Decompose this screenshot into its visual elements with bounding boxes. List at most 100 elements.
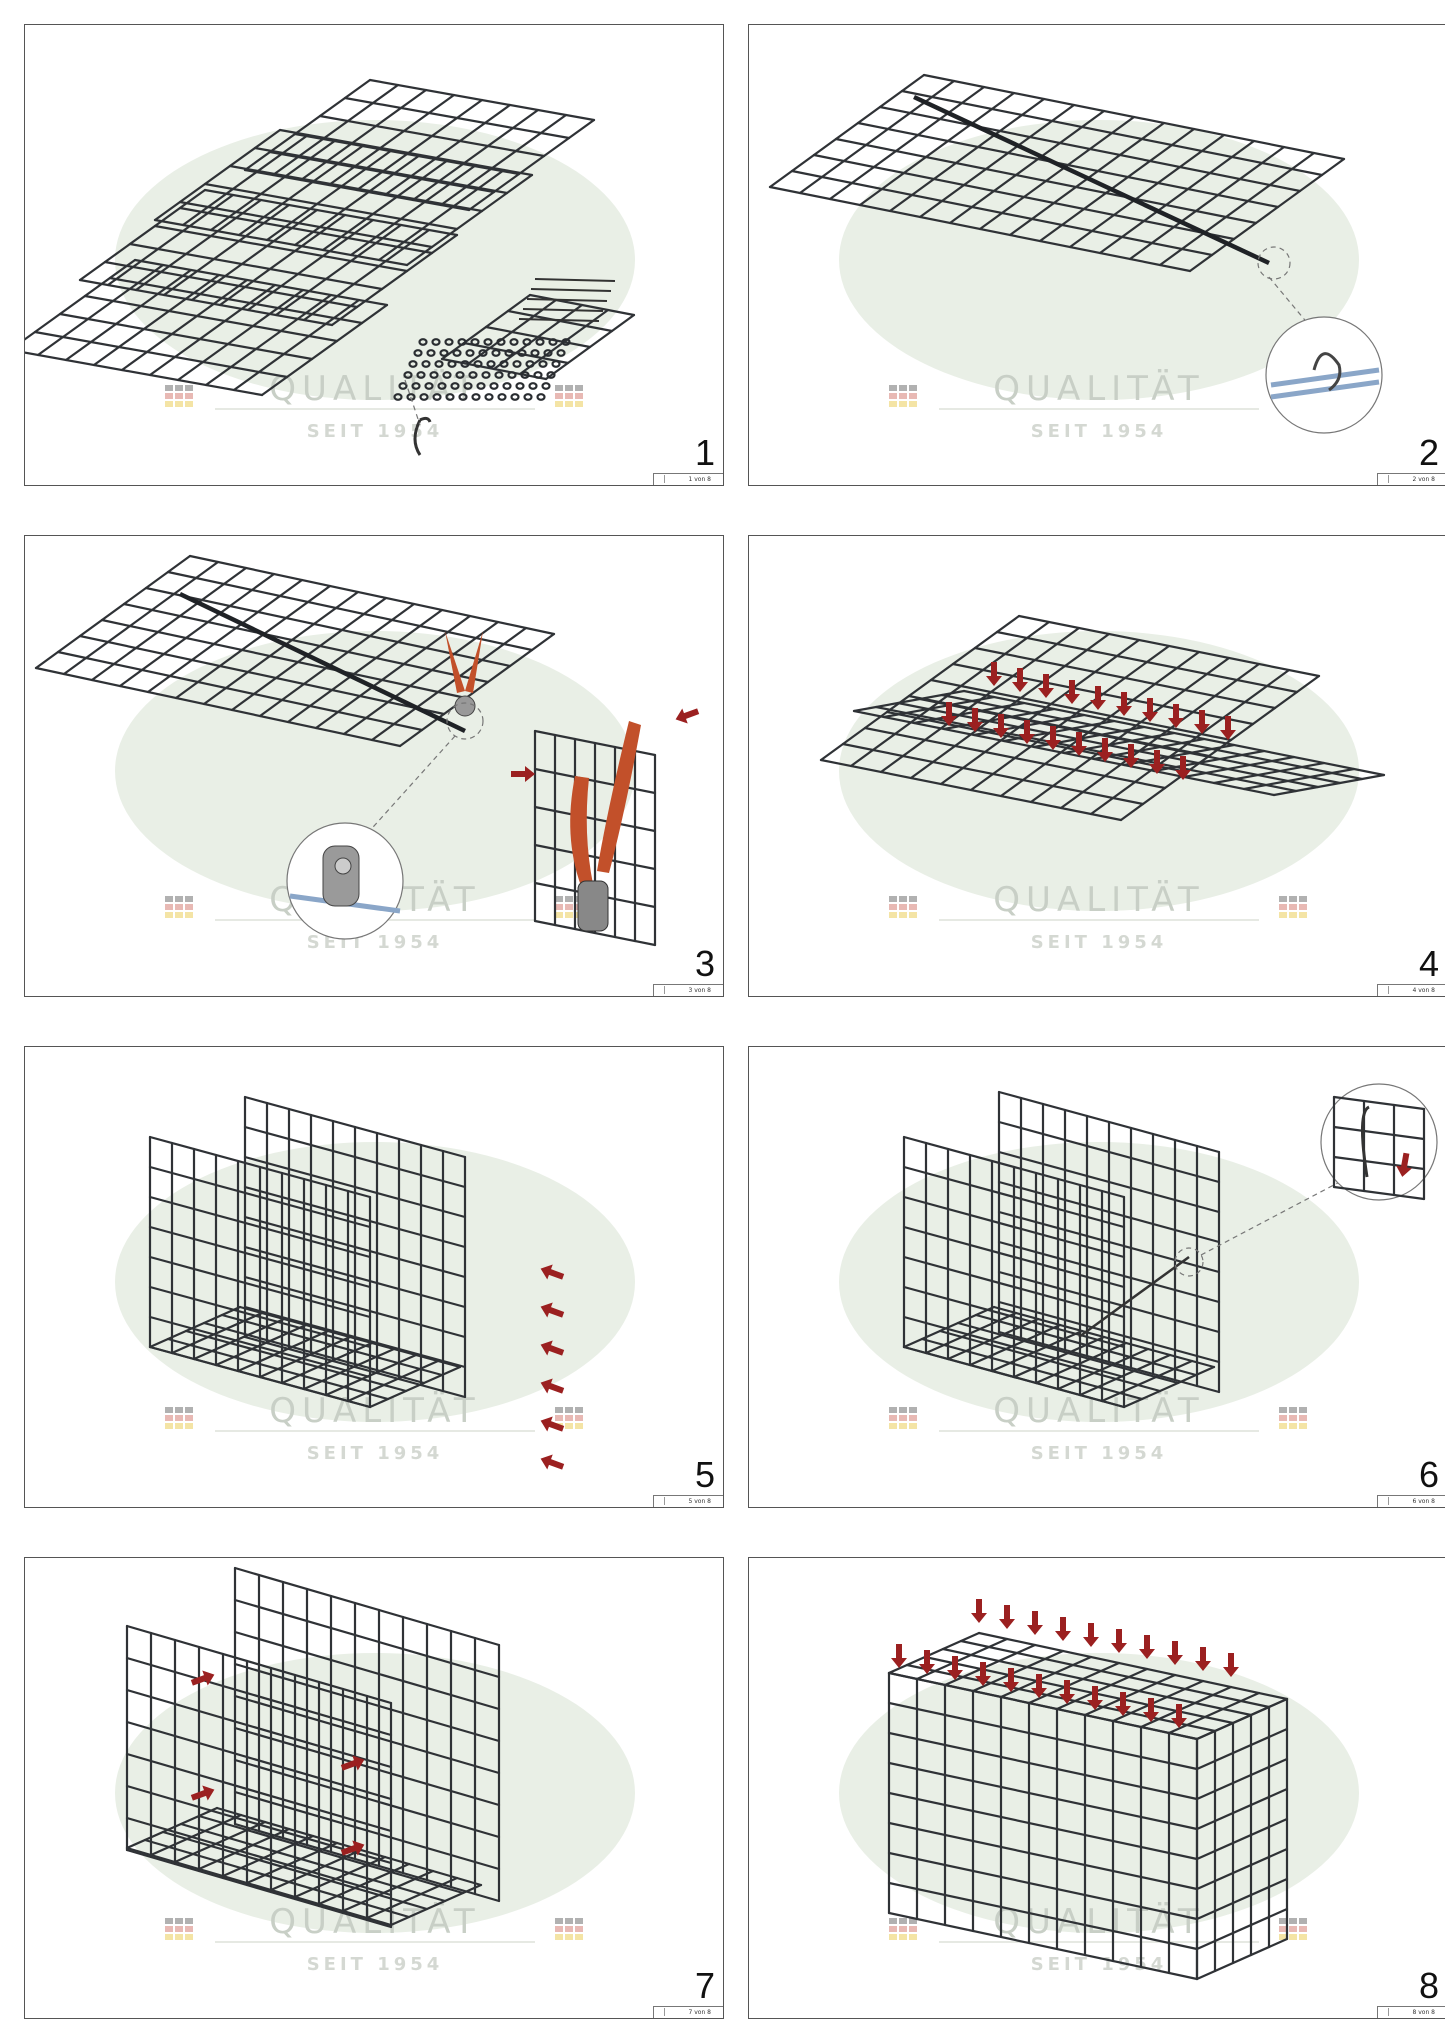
mesh-front-wall — [148, 1135, 372, 1409]
mesh-back-wall — [233, 1566, 501, 1903]
flag-logo-icon — [889, 385, 917, 407]
step-number: 2 — [1418, 432, 1439, 473]
watermark-since: SEIT 1954 — [1031, 421, 1168, 442]
mesh-floor — [125, 1806, 483, 1927]
red-arrow-icon — [941, 702, 957, 726]
join-seam — [913, 94, 1270, 266]
mesh-panel-4 — [25, 258, 389, 397]
red-arrow-icon — [1097, 738, 1113, 762]
page-label: 4 von 8 — [1412, 987, 1435, 994]
instruction-panel-1: QUALITÄT SEIT 1954 1 1 von 8 — [24, 24, 724, 486]
red-arrow-icon — [1055, 1617, 1071, 1641]
red-arrow-icon — [1031, 1674, 1047, 1698]
red-arrow-icon — [1168, 704, 1184, 728]
red-arrow-icon — [993, 714, 1009, 738]
red-arrow-icon — [540, 1340, 565, 1356]
red-arrow-icon — [540, 1378, 565, 1394]
zoom-detail-pliers — [286, 822, 404, 940]
flag-logo-icon — [555, 1918, 583, 1940]
title-block-cell — [656, 1497, 665, 1505]
red-arrow-icon — [1059, 1680, 1075, 1704]
red-arrow-icon — [1071, 732, 1087, 756]
flag-logo-icon — [1279, 1407, 1307, 1429]
watermark: QUALITÄT SEIT 1954 — [839, 631, 1359, 953]
red-arrow-icon — [190, 1785, 215, 1801]
zoom-detail-brace — [1320, 1083, 1438, 1201]
red-arrow-icon — [1090, 686, 1106, 710]
mesh-panel-flat — [768, 73, 1346, 273]
red-arrow-icon — [947, 1656, 963, 1680]
red-arrow-icon — [1123, 744, 1139, 768]
red-arrow-icon — [540, 1454, 565, 1470]
title-block: 3 von 8 — [653, 984, 723, 996]
assembly-illustration: QUALITÄT SEIT 1954 — [819, 614, 1386, 953]
mesh-side-wall — [1195, 1697, 1289, 1981]
page-label: 1 von 8 — [688, 476, 711, 483]
watermark-quality: QUALITÄT — [993, 880, 1204, 920]
title-block: 6 von 8 — [1377, 1495, 1445, 1507]
c-clip-detail-icon — [413, 416, 432, 456]
mesh-front-wall — [125, 1624, 393, 1929]
step-number: 8 — [1418, 1965, 1439, 2006]
red-arrow-icon — [999, 1605, 1015, 1629]
mesh-panel-top — [243, 78, 596, 212]
red-arrow-icon — [919, 1650, 935, 1674]
flag-logo-icon — [165, 896, 193, 918]
red-arrow-icon — [540, 1302, 565, 1318]
page-label: 3 von 8 — [688, 987, 711, 994]
watermark: QUALITÄT SEIT 1954 — [115, 120, 635, 442]
red-arrow-icon — [1111, 1629, 1127, 1653]
watermark-since: SEIT 1954 — [1031, 932, 1168, 953]
title-block: 2 von 8 — [1377, 473, 1445, 485]
red-arrow-icon — [1064, 680, 1080, 704]
red-arrow-icon — [986, 662, 1002, 686]
pliers-large-icon — [533, 721, 657, 947]
red-arrow-icon — [1045, 726, 1061, 750]
red-arrow-icon — [1167, 1641, 1183, 1665]
red-arrow-icon — [1087, 1686, 1103, 1710]
watermark-since: SEIT 1954 — [1031, 1443, 1168, 1464]
red-arrow-icon — [1396, 1152, 1412, 1177]
red-arrow-icon — [1116, 692, 1132, 716]
red-arrow-icon — [1027, 1611, 1043, 1635]
red-arrow-icon — [891, 1644, 907, 1668]
zoom-detail-clip — [1265, 316, 1383, 434]
red-arrow-icon — [340, 1755, 365, 1771]
title-block: 1 von 8 — [653, 473, 723, 485]
watermark-since: SEIT 1954 — [307, 421, 444, 442]
red-arrow-icon — [1038, 674, 1054, 698]
red-arrow-icon — [1142, 698, 1158, 722]
red-arrow-icon — [190, 1670, 215, 1686]
flag-logo-icon — [165, 385, 193, 407]
title-block: 5 von 8 — [653, 1495, 723, 1507]
step-number: 6 — [1418, 1454, 1439, 1495]
red-arrow-icon — [971, 1599, 987, 1623]
flag-logo-icon — [1279, 1918, 1307, 1940]
title-block-cell — [656, 2008, 665, 2016]
red-arrow-icon — [540, 1416, 565, 1432]
page-label: 7 von 8 — [688, 2009, 711, 2016]
red-arrow-icon — [1143, 1698, 1159, 1722]
red-arrow-icon — [967, 708, 983, 732]
watermark-since: SEIT 1954 — [307, 1954, 444, 1975]
flag-logo-icon — [889, 1407, 917, 1429]
red-arrow-icon — [1149, 750, 1165, 774]
red-arrow-icon — [675, 708, 700, 724]
step-number: 1 — [694, 432, 715, 473]
title-block-cell — [1380, 1497, 1389, 1505]
flag-logo-icon — [1279, 896, 1307, 918]
page-label: 8 von 8 — [1412, 2009, 1435, 2016]
watermark-quality: QUALITÄT — [269, 369, 480, 409]
red-arrow-icon — [1194, 710, 1210, 734]
spiral-connectors — [518, 278, 616, 322]
